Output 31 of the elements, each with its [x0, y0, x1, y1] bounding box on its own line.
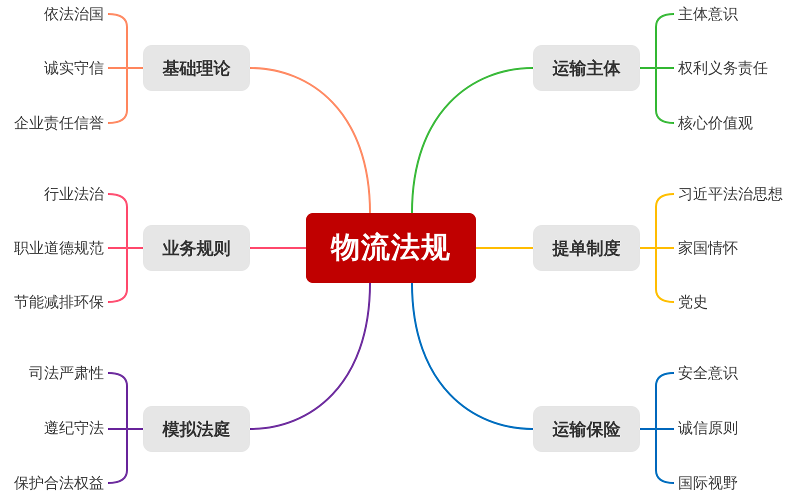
- branch-line: [411, 67, 534, 214]
- subtopic-text: 主体意识: [678, 4, 738, 24]
- subtopic-text: 行业法治: [44, 184, 104, 204]
- topic-box: 业务规则: [143, 225, 250, 271]
- subtopic-text: 依法治国: [44, 4, 104, 24]
- subtopic-text: 习近平法治思想: [678, 184, 783, 204]
- subtopic-text: 党史: [678, 292, 708, 312]
- branch-line: [476, 247, 533, 249]
- subtopic-text: 遵纪守法: [44, 418, 104, 438]
- topic-box: 基础理论: [143, 45, 250, 91]
- subtopic-text: 职业道德规范: [14, 238, 104, 258]
- subtopic-text: 司法严肃性: [29, 363, 104, 383]
- subtopic-text: 保护合法权益: [14, 473, 104, 493]
- central-topic-box: 物流法规: [306, 213, 476, 283]
- topic-box: 运输主体: [533, 45, 640, 91]
- branch-line: [250, 247, 306, 249]
- topic-box: 提单制度: [533, 225, 640, 271]
- subtopic-text: 诚实守信: [44, 58, 104, 78]
- topic-box: 模拟法庭: [143, 406, 250, 452]
- branch-line: [250, 282, 371, 430]
- subtopic-text: 国际视野: [678, 473, 738, 493]
- subtopic-text: 权利义务责任: [678, 58, 768, 78]
- subtopic-text: 诚信原则: [678, 418, 738, 438]
- subtopic-text: 企业责任信誉: [14, 113, 104, 133]
- subtopic-text: 节能减排环保: [14, 292, 104, 312]
- subtopic-text: 家国情怀: [678, 238, 738, 258]
- subtopic-text: 安全意识: [678, 363, 738, 383]
- branch-line: [250, 67, 371, 214]
- topic-box: 运输保险: [533, 406, 640, 452]
- subtopic-text: 核心价值观: [678, 113, 753, 133]
- branch-line: [411, 282, 534, 430]
